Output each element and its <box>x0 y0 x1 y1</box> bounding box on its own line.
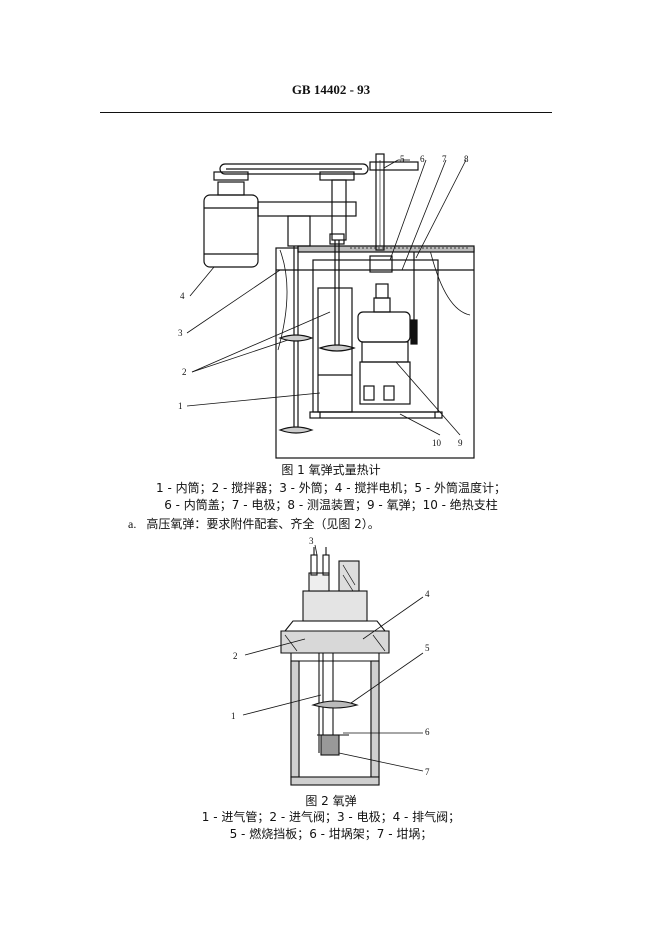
fig1-callout-1: 1 <box>178 401 183 411</box>
figure-1-legend-line-1: 1 - 内筒；2 - 搅拌器；3 - 外筒；4 - 搅拌电机；5 - 外筒温度计… <box>156 481 506 495</box>
fig1-callout-6: 6 <box>420 154 425 164</box>
standard-code-header: GB 14402 - 93 <box>291 82 371 97</box>
figure-2-caption: 图 2 氧弹 <box>305 794 357 808</box>
fig2-callout-2: 2 <box>233 651 238 661</box>
fig2-callout-7: 7 <box>425 767 430 777</box>
list-item-a-label: a. <box>128 517 137 531</box>
fig1-callout-4: 4 <box>180 291 185 301</box>
figure-2-oxygen-bomb-drawing: 1 2 3 4 5 6 7 <box>231 536 430 786</box>
figure-1-caption: 图 1 氧弹式量热计 <box>281 463 381 477</box>
header-rule <box>100 112 552 113</box>
fig1-callout-3: 3 <box>178 328 183 338</box>
fig1-callout-10: 10 <box>432 438 442 448</box>
fig1-callout-8: 8 <box>464 154 469 164</box>
list-item-a-text: 高压氧弹：要求附件配套、齐全（见图 2）。 <box>146 517 380 531</box>
fig1-callout-9: 9 <box>458 438 463 448</box>
figure-2-legend-line-2: 5 - 燃烧挡板；6 - 坩埚架；7 - 坩埚； <box>229 827 433 841</box>
fig2-callout-3: 3 <box>309 536 314 546</box>
fig2-callout-4: 4 <box>425 589 430 599</box>
fig1-callout-2: 2 <box>182 367 187 377</box>
figure-2-legend-line-1: 1 - 进气管；2 - 进气阀；3 - 电极；4 - 排气阀； <box>201 810 461 824</box>
fig2-callout-6: 6 <box>425 727 430 737</box>
figure-1-legend-line-2: 6 - 内筒盖；7 - 电极；8 - 测温装置；9 - 氧弹；10 - 绝热支柱 <box>164 498 498 512</box>
fig2-callout-5: 5 <box>425 643 430 653</box>
fig2-callout-1: 1 <box>231 711 236 721</box>
fig1-callout-5: 5 <box>400 154 405 164</box>
fig1-callout-7: 7 <box>442 154 447 164</box>
figure-1-calorimeter-drawing: 1 2 3 4 5 6 7 8 9 10 <box>178 153 475 459</box>
list-item-a: a. 高压氧弹：要求附件配套、齐全（见图 2）。 <box>128 515 380 532</box>
